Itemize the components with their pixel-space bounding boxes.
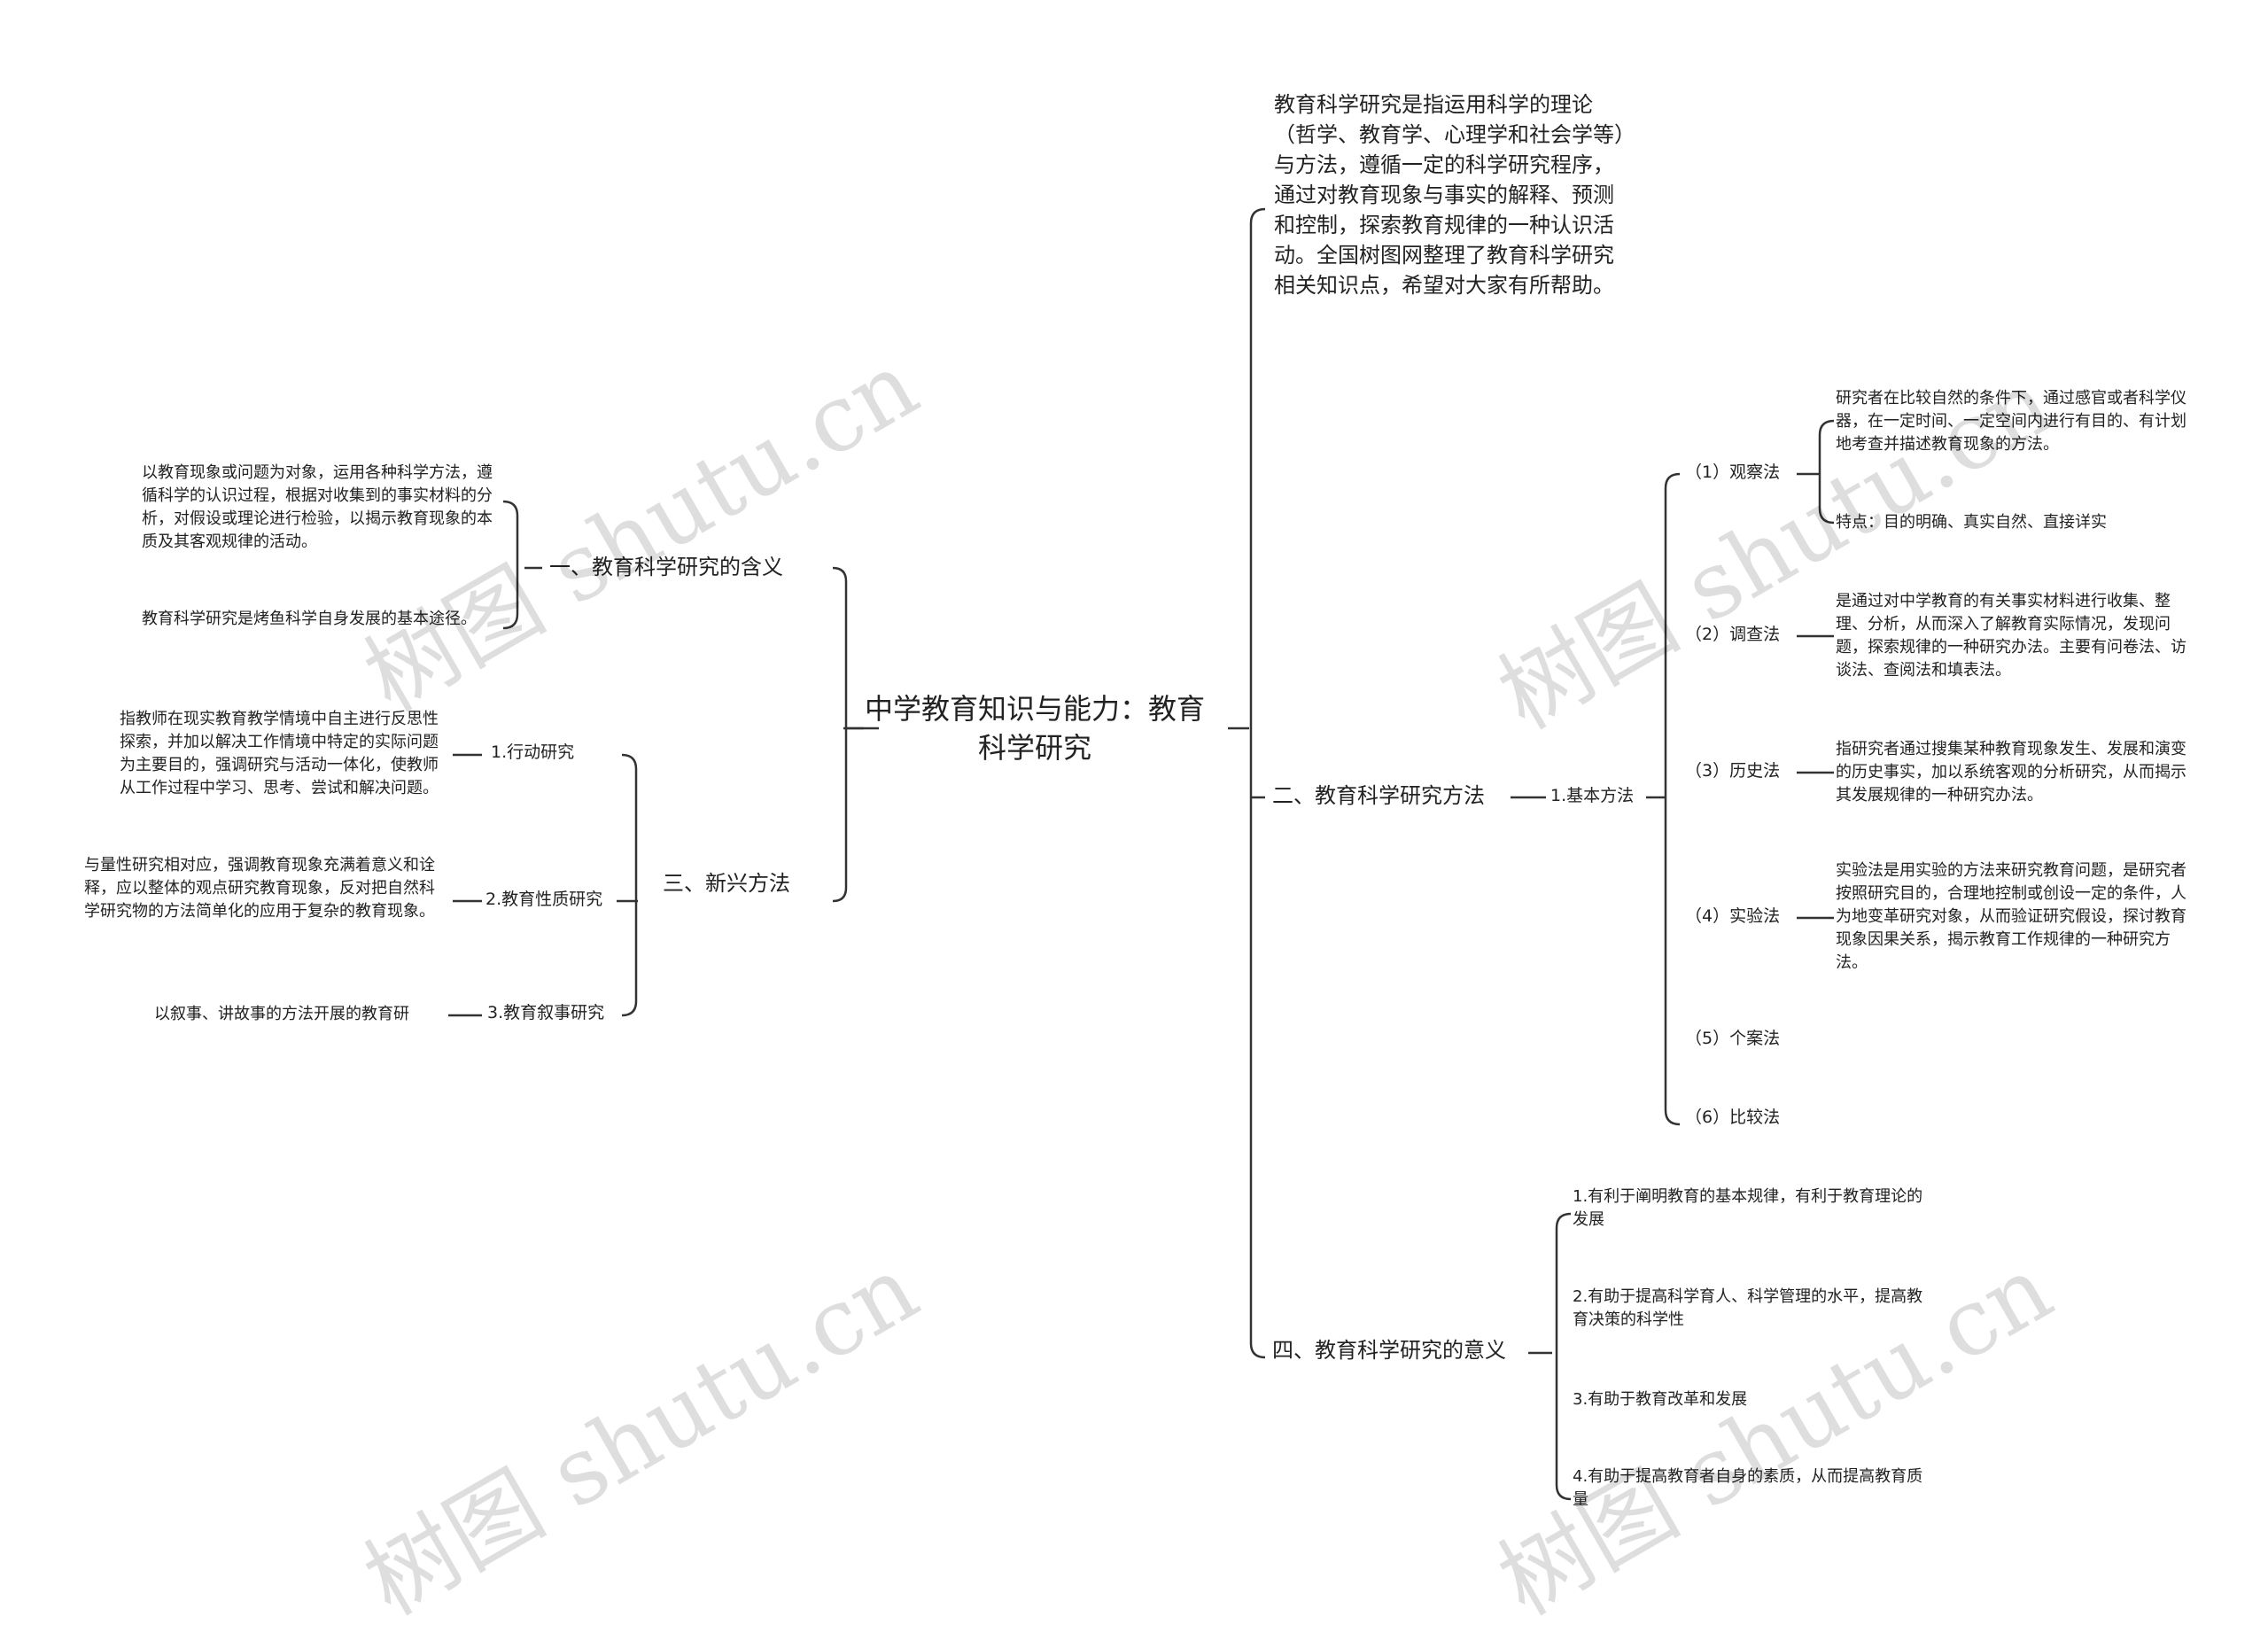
emerging-detail-action: 指教师在现实教育教学情境中自主进行反思性探索，并加以解决工作情境中特定的实际问题…	[120, 710, 439, 797]
intro-text: 教育科学研究是指运用科学的理论（哲学、教育学、心理学和社会学等）与方法，遵循一定…	[1274, 92, 1625, 298]
meaning-detail-2: 教育科学研究是烤鱼科学自身发展的基本途径。	[142, 610, 477, 628]
methods-basic[interactable]: 1.基本方法	[1550, 786, 1635, 805]
method-comparative[interactable]: （6）比较法	[1685, 1108, 1781, 1127]
emerging-detail-narrative: 以叙事、讲故事的方法开展的教育研	[154, 1005, 409, 1023]
connector	[502, 500, 519, 630]
connector	[621, 753, 638, 1017]
connector-lines	[448, 207, 1835, 1501]
mind-map-canvas: 中学教育知识与能力：教育科学研究 教育科学研究是指运用科学的理论（哲学、教育学、…	[84, 92, 2186, 1636]
meaning-detail-1: 以教育现象或问题为对象，运用各种科学方法，遵循科学的认识过程，根据对收集到的事实…	[142, 463, 493, 551]
method-survey[interactable]: （2）调查法	[1685, 625, 1781, 644]
method-observation[interactable]: （1）观察法	[1685, 462, 1781, 482]
significance-item-3: 3.有助于教育改革和发展	[1573, 1390, 1748, 1409]
significance-item-1: 1.有利于阐明教育的基本规律，有利于教育理论的发展	[1573, 1187, 1923, 1229]
experiment-detail: 实验法是用实验的方法来研究教育问题，是研究者按照研究目的，合理地控制或创设一定的…	[1836, 861, 2186, 972]
significance-item-2: 2.有助于提高科学育人、科学管理的水平，提高教育决策的科学性	[1573, 1287, 1923, 1329]
historical-detail: 指研究者通过搜集某种教育现象发生、发展和演变的历史事实，加以系统客观的分析研究，…	[1836, 740, 2186, 804]
method-case[interactable]: （5）个案法	[1685, 1029, 1781, 1048]
survey-detail: 是通过对中学教育的有关事实材料进行收集、整理、分析，从而深入了解教育实际情况，发…	[1836, 592, 2186, 680]
root-topic[interactable]: 中学教育知识与能力：教育科学研究	[864, 692, 1205, 765]
observation-detail-1: 研究者在比较自然的条件下，通过感官或者科学仪器，在一定时间、一定空间内进行有目的…	[1836, 389, 2186, 454]
method-historical[interactable]: （3）历史法	[1685, 761, 1781, 781]
emerging-detail-qualitative: 与量性研究相对应，强调教育现象充满着意义和诠释，应以整体的观点研究教育现象，反对…	[84, 856, 435, 921]
emerging-item-narrative[interactable]: 3.教育叙事研究	[487, 1003, 605, 1022]
connector	[1818, 419, 1835, 525]
method-experiment[interactable]: （4）实验法	[1685, 906, 1781, 926]
branch-significance[interactable]: 四、教育科学研究的意义	[1272, 1338, 1506, 1363]
branch-methods[interactable]: 二、教育科学研究方法	[1272, 783, 1485, 808]
connector	[1555, 1212, 1572, 1501]
connector	[1249, 207, 1266, 1359]
connector	[832, 566, 848, 903]
emerging-item-qualitative[interactable]: 2.教育性质研究	[485, 890, 603, 909]
significance-item-4: 4.有助于提高教育者自身的素质，从而提高教育质量	[1573, 1467, 1923, 1509]
branch-emerging[interactable]: 三、新兴方法	[663, 871, 790, 896]
observation-detail-2: 特点：目的明确、真实自然、直接详实	[1836, 513, 2107, 532]
connector	[1664, 472, 1681, 1126]
branch-meaning[interactable]: 一、教育科学研究的含义	[549, 555, 783, 579]
emerging-item-action[interactable]: 1.行动研究	[491, 742, 575, 762]
